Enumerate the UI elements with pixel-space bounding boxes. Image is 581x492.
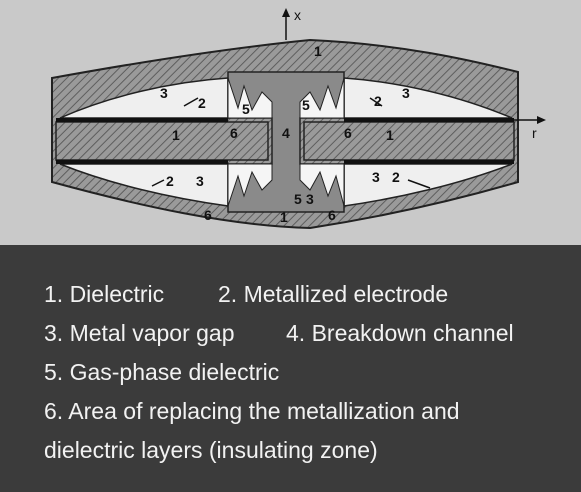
diagram-figure: x r 1 3 2 5 5 2 3 1 6 4 6 1 2 3 6 1 5 3 … [0,0,581,245]
legend-row-5: dielectric layers (insulating zone) [44,431,378,470]
label-6-middle-left: 6 [230,125,238,141]
legend-item-insulating-zone-cont: dielectric layers (insulating zone) [44,437,378,463]
label-3-upper-right: 3 [402,85,410,101]
label-2-lower-left: 2 [166,173,174,189]
label-6-middle-right: 6 [344,125,352,141]
legend-item-gas-phase-dielectric: 5. Gas-phase dielectric [44,359,279,385]
legend-row-2b: 4. Breakdown channel [286,314,514,353]
label-3-lower-left: 3 [196,173,204,189]
legend-row-4: 6. Area of replacing the metallization a… [44,392,460,431]
legend-item-metallized-electrode: 2. Metallized electrode [218,281,448,307]
label-2-upper-right: 2 [374,93,382,109]
label-6-lower-left: 6 [204,207,212,223]
x-axis-arrow-icon [282,8,290,17]
r-axis-label: r [532,125,537,141]
legend-item-insulating-zone: 6. Area of replacing the metallization a… [44,398,460,424]
legend-item-breakdown-channel: 4. Breakdown channel [286,320,514,346]
legend-row-2: 3. Metal vapor gap [44,314,235,353]
label-3-lower-right: 3 [372,169,380,185]
middle-dielectric-right [304,122,514,160]
label-3-upper-left: 3 [160,85,168,101]
legend-row-1: 1. Dielectric [44,275,164,314]
label-3-lower-channel: 3 [306,191,314,207]
capacitor-breakdown-diagram: x r 1 3 2 5 5 2 3 1 6 4 6 1 2 3 6 1 5 3 … [0,0,581,245]
label-5-upper-right: 5 [302,97,310,113]
label-6-lower-right: 6 [328,207,336,223]
label-5-upper-left: 5 [242,101,250,117]
label-2-lower-right: 2 [392,169,400,185]
legend-row-1b: 2. Metallized electrode [218,275,448,314]
label-5-lower: 5 [294,191,302,207]
label-4-channel: 4 [282,125,290,141]
label-1-top: 1 [314,43,322,59]
r-axis-arrow-icon [537,116,546,124]
x-axis-label: x [294,7,301,23]
label-1-middle-right: 1 [386,127,394,143]
label-2-upper-left: 2 [198,95,206,111]
legend-item-dielectric: 1. Dielectric [44,281,164,307]
legend-panel: 1. Dielectric 2. Metallized electrode 3.… [0,245,581,492]
label-1-middle-left: 1 [172,127,180,143]
label-1-bottom: 1 [280,209,288,225]
legend-row-3: 5. Gas-phase dielectric [44,353,279,392]
legend-item-metal-vapor-gap: 3. Metal vapor gap [44,320,235,346]
